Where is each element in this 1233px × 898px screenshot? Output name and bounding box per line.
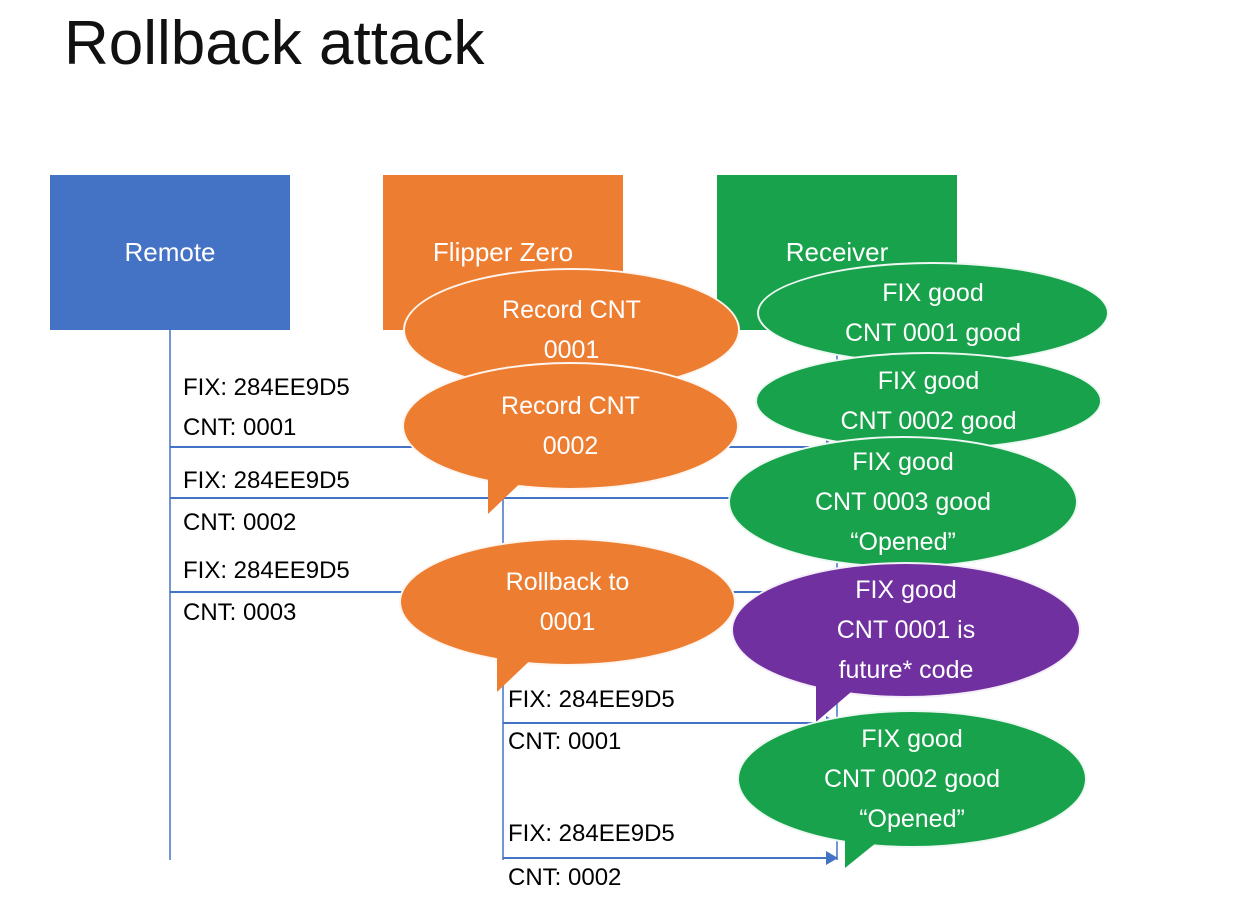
callout-record-cnt-0002: Record CNT 0002	[402, 362, 739, 490]
callout-text-line: FIX good	[861, 725, 963, 753]
callout-fix-cnt-0003-opened: FIX good CNT 0003 good “Opened”	[728, 436, 1078, 568]
callout-rollback-to-0001: Rollback to 0001	[399, 538, 736, 666]
message-line-5	[503, 857, 837, 859]
callout-text-line: CNT 0002 good	[840, 407, 1017, 435]
callout-text-line: 0001	[543, 336, 600, 364]
callout-fix-cnt-0002-opened: FIX good CNT 0002 good “Opened”	[737, 710, 1087, 848]
callout-text-line: FIX good	[882, 279, 984, 307]
callout-text-line: FIX good	[855, 576, 957, 604]
callout-text-line: CNT 0001 is	[836, 616, 976, 644]
callout-text-line: CNT 0001 good	[844, 319, 1022, 347]
callout-cnt-0001-future-code: FIX good CNT 0001 is future* code	[731, 562, 1081, 698]
callout-text-line: 0002	[542, 432, 599, 460]
actor-box-remote: Remote	[50, 175, 290, 330]
callout-fix-cnt-0002-good: FIX good CNT 0002 good	[755, 352, 1102, 450]
slide-title: Rollback attack	[64, 9, 485, 78]
callout-text-line: “Opened”	[850, 528, 956, 556]
callout-text-line: Record CNT	[501, 392, 640, 420]
callout-text-line: CNT 0003 good	[814, 488, 992, 516]
message-5-fix-label: FIX: 284EE9D5	[508, 820, 675, 847]
actor-label-receiver: Receiver	[785, 237, 889, 267]
message-2-fix-label: FIX: 284EE9D5	[183, 467, 350, 494]
callout-tail	[497, 648, 543, 692]
arrow-head-icon	[826, 851, 838, 865]
callout-text-line: future* code	[838, 656, 974, 684]
actor-label-flipper-zero: Flipper Zero	[432, 237, 574, 267]
callout-text-line: CNT 0002 good	[823, 765, 1001, 793]
callout-text-line: “Opened”	[859, 805, 965, 833]
callout-text-line: FIX good	[852, 448, 954, 476]
callout-text-line: FIX good	[877, 367, 980, 395]
message-1-cnt-label: CNT: 0001	[183, 414, 297, 441]
callout-text-line: 0001	[539, 608, 596, 636]
callout-text-line: Rollback to	[505, 568, 630, 596]
message-3-fix-label: FIX: 284EE9D5	[183, 557, 350, 584]
message-1-fix-label: FIX: 284EE9D5	[183, 374, 350, 401]
message-5-cnt-label: CNT: 0002	[508, 864, 622, 891]
callout-tail	[488, 470, 534, 514]
message-3-cnt-label: CNT: 0003	[183, 599, 297, 626]
lifeline-remote	[169, 330, 171, 860]
actor-label-remote: Remote	[124, 237, 216, 267]
message-4-cnt-label: CNT: 0001	[508, 728, 622, 755]
callout-tail	[845, 834, 887, 868]
message-2-cnt-label: CNT: 0002	[183, 509, 297, 536]
callout-text-line: Record CNT	[502, 296, 641, 324]
callout-fix-cnt-0001-good: FIX good CNT 0001 good	[757, 262, 1109, 364]
message-line-4	[503, 722, 837, 724]
